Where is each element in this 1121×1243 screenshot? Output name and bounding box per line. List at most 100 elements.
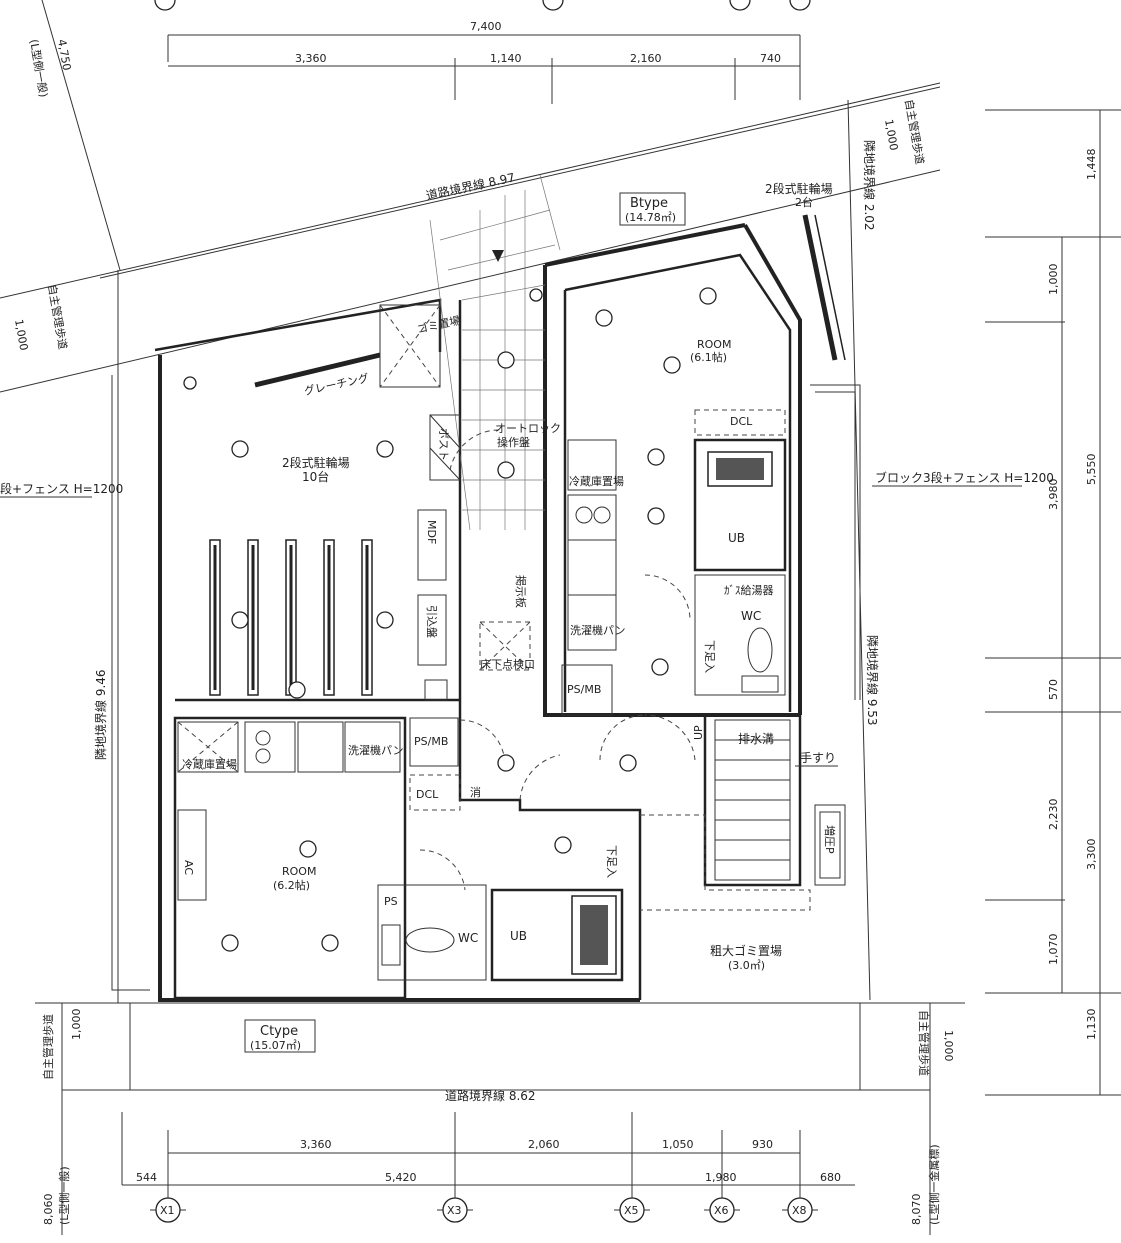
axis-top-x7: [729, 0, 751, 11]
label-post: ポスト: [437, 428, 450, 461]
label-corner-br: 8,070: [910, 1194, 923, 1226]
label-washer2: 洗濯機パン: [348, 743, 404, 757]
axis-x8: X8: [782, 1197, 818, 1223]
label-hikikomi: 引込盤: [425, 605, 439, 638]
label-dcl2: DCL: [416, 788, 439, 801]
label-haisui: 排水溝: [738, 732, 774, 746]
fixtures: [177, 304, 846, 982]
dim-top-seg-2: 1,140: [490, 52, 522, 65]
label-grating: グレーチング: [303, 371, 370, 398]
dim-bottom-r1-3: 1,050: [662, 1138, 694, 1151]
dim-right-inner-3: 570: [1047, 679, 1060, 700]
label-tesuri: 手すり: [800, 751, 836, 765]
label-washer: 洗濯機パン: [570, 623, 626, 637]
dim-right-outer-4: 1,130: [1085, 1009, 1098, 1041]
dim-bottom-r2-4: 680: [820, 1171, 841, 1184]
axis-x3: X3: [437, 1197, 473, 1223]
dim-right-inner-1: 1,000: [1047, 264, 1060, 296]
label-fence-left: 段+フェンス H=1200: [0, 481, 123, 496]
label-self-walk-tr-dim: 1,000: [882, 118, 900, 151]
dim-right-inner-4: 2,230: [1047, 799, 1060, 831]
label-fridge2: 冷蔵庫置場: [182, 757, 237, 771]
label-ub2: UB: [510, 929, 527, 943]
label-neighbor-left: 隣地境界線 9.46: [93, 669, 108, 760]
axis-x1: X1: [150, 1197, 186, 1223]
label-corner-tl-sub: (L型側一般): [27, 38, 51, 98]
label-ps: PS: [384, 895, 398, 908]
dim-top-total: 7,400: [470, 20, 502, 33]
dim-bottom-r2-3: 1,980: [705, 1171, 737, 1184]
label-self-walk-br: 自主管理歩道: [917, 1010, 931, 1076]
label-psmb2: PS/MB: [414, 735, 448, 748]
label-room-b-size: (6.1帖): [690, 351, 727, 364]
dim-bottom-r1-4: 930: [752, 1138, 773, 1151]
dim-right-inner-2: 3,980: [1047, 479, 1060, 511]
label-self-walk-bl: 自主管理歩道: [41, 1014, 55, 1080]
bottom-dimensions: 3,360 2,060 1,050 930 544 5,420 1,980 68…: [121, 1112, 855, 1223]
label-fridge: 冷蔵庫置場: [569, 474, 624, 488]
axis-top-x1: [154, 0, 176, 11]
dim-bottom-r2-1: 544: [136, 1171, 157, 1184]
label-room-b: ROOM: [697, 338, 731, 351]
label-btype-area: (14.78㎡): [625, 211, 676, 224]
entrance-tiles: [429, 174, 561, 531]
label-ctype: Ctype: [260, 1024, 298, 1039]
dim-top-seg-4: 740: [760, 52, 781, 65]
label-bike-main: 2段式駐輪場: [282, 455, 350, 470]
label-bike-top: 2段式駐輪場: [765, 181, 833, 196]
svg-text:X3: X3: [447, 1204, 462, 1217]
svg-text:X1: X1: [160, 1204, 175, 1217]
label-ub: UB: [728, 531, 745, 545]
svg-text:X6: X6: [714, 1204, 729, 1217]
label-gas: ｶﾞｽ給湯器: [724, 583, 774, 597]
label-corner-tl: 4,750: [55, 38, 73, 71]
label-road-top: 道路境界線 8.97: [425, 169, 517, 202]
label-corner-br-sub: (L型側一金属標): [927, 1144, 941, 1225]
label-corner-bl-sub: (L型側一般): [57, 1166, 71, 1225]
label-sotai2: 下足入: [605, 845, 618, 878]
label-self-walk-br-dim: 1,000: [942, 1030, 955, 1062]
label-autolock2: 操作盤: [497, 435, 530, 449]
axis-top-x8: [789, 0, 811, 11]
label-mdf: MDF: [425, 520, 438, 544]
label-wc2: WC: [458, 931, 478, 945]
dim-right-outer-3: 3,300: [1085, 839, 1098, 871]
label-up: UP: [692, 725, 705, 740]
label-self-walk-tr: 自主管理歩道: [902, 98, 927, 165]
label-ac: AC: [182, 860, 195, 875]
label-sodai: 粗大ゴミ置場: [710, 943, 782, 958]
label-room-c-size: (6.2帖): [273, 879, 310, 892]
dim-right-outer-2: 5,550: [1085, 454, 1098, 486]
axis-x6: X6: [704, 1197, 740, 1223]
label-neighbor-right: 隣地境界線 9.53: [865, 635, 880, 726]
svg-text:X5: X5: [624, 1204, 639, 1217]
label-ctype-area: (15.07㎡): [250, 1039, 301, 1052]
label-dcl: DCL: [730, 415, 753, 428]
dim-top-seg-3: 2,160: [630, 52, 662, 65]
label-corner-bl: 8,060: [42, 1194, 55, 1226]
label-self-walk-tl: 自主管理歩道: [45, 283, 70, 350]
axis-top-x4: [542, 0, 564, 11]
label-sodai-area: (3.0㎡): [728, 959, 765, 972]
label-self-walk-tl-dim: 1,000: [12, 318, 30, 351]
label-psmb: PS/MB: [567, 683, 601, 696]
label-autolock: オートロック: [495, 422, 561, 435]
label-fence-right: ブロック3段+フェンス H=1200: [875, 470, 1054, 485]
top-dimensions: 7,400 3,360 1,140 2,160 740: [154, 0, 811, 104]
label-self-walk-bl-dim: 1,000: [70, 1009, 83, 1041]
dim-right-outer-1: 1,448: [1085, 149, 1098, 181]
label-sotai: 下足入: [703, 640, 716, 673]
right-dimensions: 1,448 5,550 3,300 1,130 1,000 3,980 570 …: [985, 109, 1121, 1096]
label-btype: Btype: [630, 196, 668, 211]
label-road-bottom: 道路境界線 8.62: [445, 1088, 536, 1103]
label-bike-main-count: 10台: [302, 469, 329, 484]
label-yukashita: 床下点検口: [480, 657, 535, 671]
dim-bottom-r1-1: 3,360: [300, 1138, 332, 1151]
label-keshi: 消: [470, 785, 481, 799]
label-room-c: ROOM: [282, 865, 316, 878]
label-wc: WC: [741, 609, 761, 623]
dim-right-inner-5: 1,070: [1047, 934, 1060, 966]
entrance-arrow-icon: [492, 250, 504, 262]
